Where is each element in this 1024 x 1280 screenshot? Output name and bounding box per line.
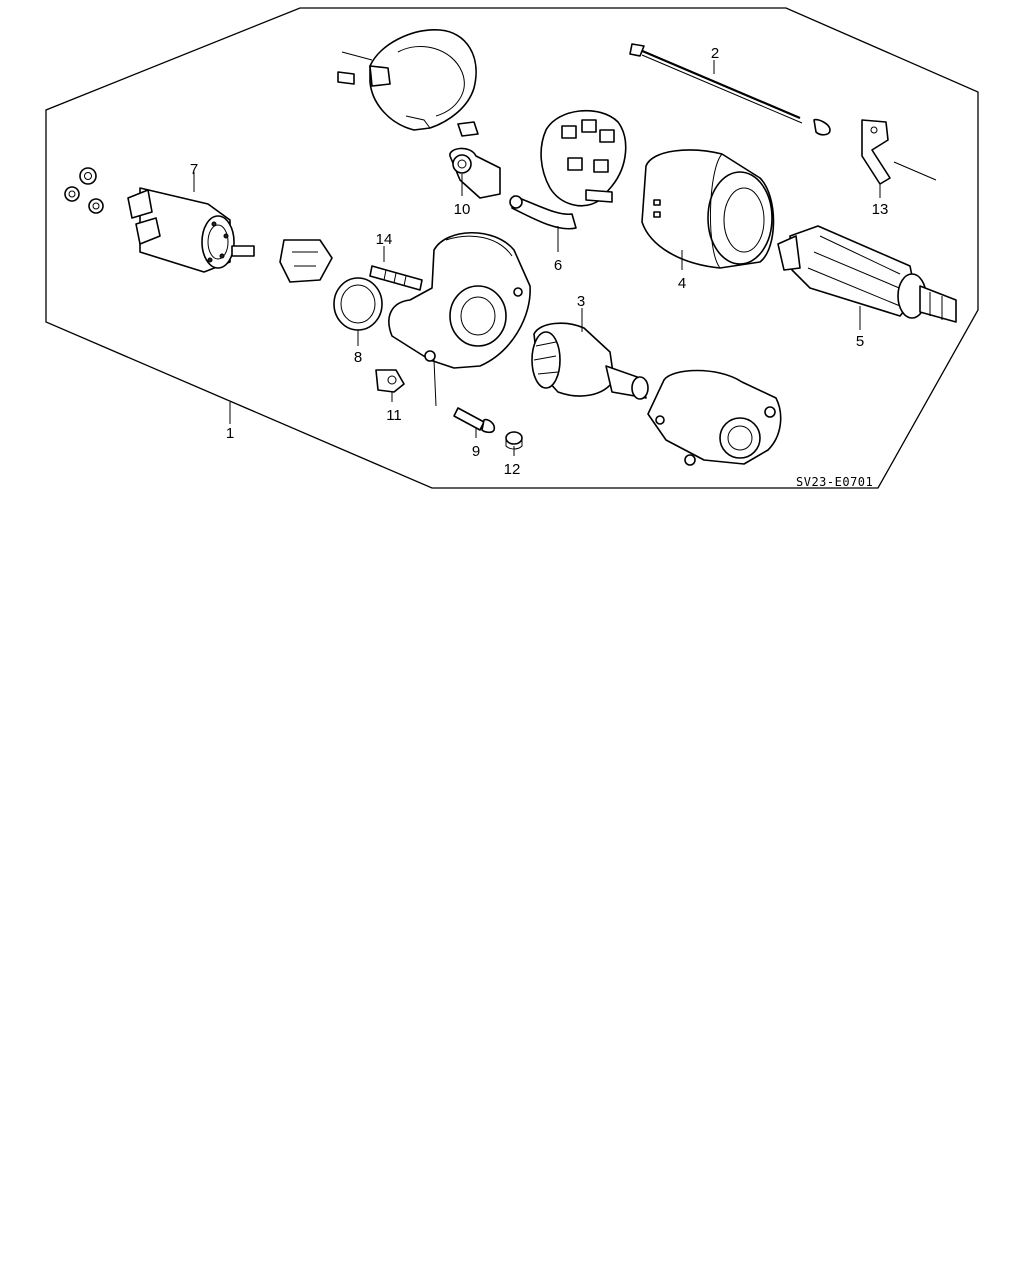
- callout-10: 10: [454, 201, 471, 218]
- brush-part-10[interactable]: [449, 147, 501, 199]
- center-housing[interactable]: [388, 232, 531, 369]
- solenoid-part-7[interactable]: [64, 167, 255, 273]
- drawing-code: SV23-E0701: [796, 475, 873, 489]
- callout-7: 7: [190, 161, 198, 178]
- callout-11: 11: [386, 407, 402, 424]
- bracket-part-13[interactable]: [861, 119, 937, 185]
- gear-housing[interactable]: [647, 369, 782, 466]
- callout-9: 9: [472, 443, 480, 460]
- armature-part-5[interactable]: [777, 225, 957, 323]
- through-bolt-part-2[interactable]: [629, 43, 831, 136]
- callout-14: 14: [376, 231, 393, 248]
- leader-lines: [193, 60, 881, 456]
- seal-ring-part-8[interactable]: [333, 277, 383, 331]
- pinion-clutch-part-3[interactable]: [531, 322, 649, 400]
- callout-8: 8: [354, 349, 362, 366]
- callout-4: 4: [678, 275, 686, 292]
- callout-13: 13: [872, 201, 889, 218]
- shift-lever[interactable]: [279, 239, 333, 283]
- callout-3: 3: [577, 293, 585, 310]
- insulator-part-11[interactable]: [375, 369, 405, 393]
- rear-cover[interactable]: [337, 29, 479, 137]
- nut-part-12[interactable]: [505, 431, 523, 450]
- assembly-boundary: [45, 7, 979, 489]
- stud-bolt-part-14[interactable]: [369, 265, 423, 291]
- callouts: 1 2 3 4 5 6 7 8 9 10 11 12 13 14: [190, 45, 889, 478]
- brush-holder-part-6[interactable]: [509, 109, 627, 230]
- bolt-part-9[interactable]: [453, 407, 496, 434]
- callout-2: 2: [711, 45, 719, 62]
- yoke-part-4[interactable]: [641, 149, 775, 269]
- callout-1: 1: [226, 425, 234, 442]
- callout-12: 12: [504, 461, 521, 478]
- callout-5: 5: [856, 333, 864, 350]
- callout-6: 6: [554, 257, 562, 274]
